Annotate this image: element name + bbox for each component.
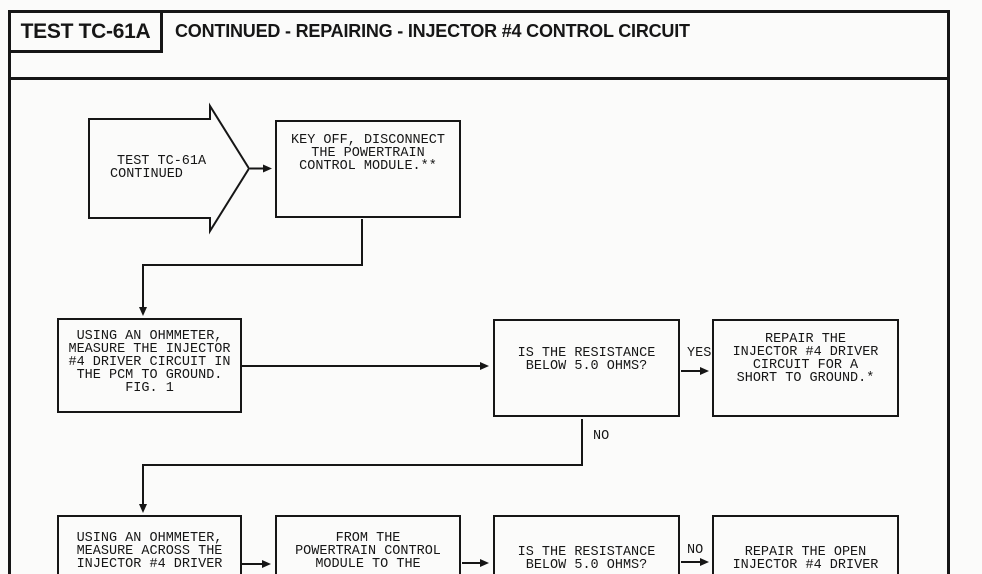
connector-no-to-measure-across (139, 419, 583, 513)
box-resistance-question-2: IS THE RESISTANCE BELOW 5.0 OHMS? (493, 515, 680, 574)
page-title: CONTINUED - REPAIRING - INJECTOR #4 CONT… (175, 21, 690, 41)
box-repair-short: REPAIR THE INJECTOR #4 DRIVER CIRCUIT FO… (712, 319, 899, 417)
label-no-branch-1: NO (593, 429, 610, 444)
page-frame (8, 10, 950, 574)
entry-arrow-label-line1: TEST TC-61A (117, 154, 207, 169)
box-measure-across: USING AN OHMMETER, MEASURE ACROSS THE IN… (57, 515, 242, 574)
label-no-branch-2: NO (687, 543, 704, 558)
header-divider (8, 77, 950, 80)
test-id-box: TEST TC-61A (8, 10, 163, 53)
box-from-pcm: FROM THE POWERTRAIN CONTROL MODULE TO TH… (275, 515, 461, 574)
test-id-label: TEST TC-61A (20, 19, 151, 43)
entry-arrow-label-line2: CONTINUED (110, 167, 183, 182)
box-repair-open: REPAIR THE OPEN INJECTOR #4 DRIVER (712, 515, 899, 574)
box-key-off: KEY OFF, DISCONNECT THE POWERTRAIN CONTR… (275, 120, 461, 218)
box-resistance-question-1: IS THE RESISTANCE BELOW 5.0 OHMS? (493, 319, 680, 417)
label-yes-branch-1: YES (687, 346, 712, 361)
box-measure-pcm: USING AN OHMMETER, MEASURE THE INJECTOR … (57, 318, 242, 413)
entry-arrow-shape (88, 102, 251, 235)
connector-keyoff-to-measure (139, 219, 363, 316)
